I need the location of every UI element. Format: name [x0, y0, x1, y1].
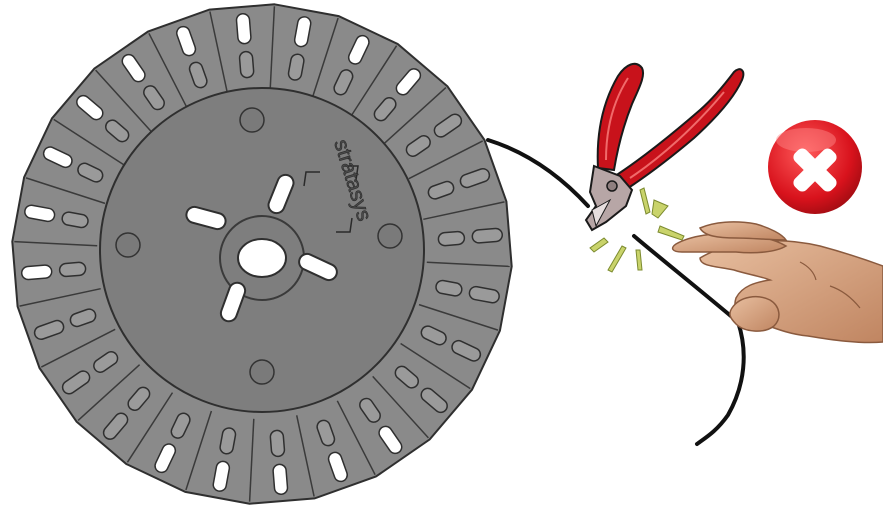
spool-rim-slot	[21, 265, 52, 280]
hand-icon	[673, 222, 883, 343]
cutter-handle	[598, 64, 643, 170]
spool-hub-hole	[250, 360, 274, 384]
spool-center-hole	[238, 239, 286, 277]
spool-rim-slot	[239, 51, 254, 78]
hand-thumb	[730, 297, 779, 331]
spool-hub-hole	[116, 233, 140, 257]
spool-rim-slot	[270, 430, 285, 457]
cutter-pivot	[607, 181, 617, 191]
filament-spool: stratasys	[12, 4, 511, 503]
spool-hub-hole	[240, 108, 264, 132]
spool-rim-slot	[59, 262, 86, 277]
spool-rim-slot	[273, 464, 288, 495]
hand-palm	[700, 241, 883, 343]
spool-hub-hole	[378, 224, 402, 248]
red-x-icon	[768, 120, 862, 214]
spool-rim-slot	[438, 231, 465, 246]
spool-rim-slot	[472, 228, 503, 243]
spool-rim-slot	[236, 13, 251, 44]
